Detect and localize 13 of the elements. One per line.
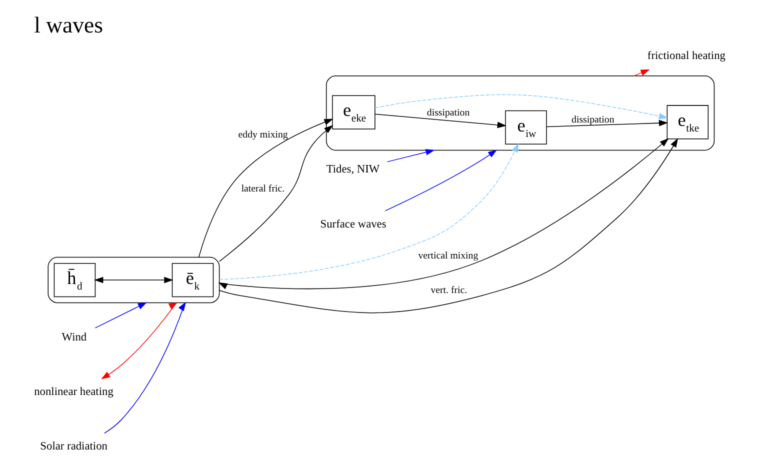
edge-label: vert. fric.: [430, 285, 468, 296]
node-text: Surface waves: [320, 218, 386, 230]
node-text: Wind: [62, 331, 87, 344]
edge-label: lateral fric.: [241, 184, 285, 195]
node-text: Tides, NIW: [326, 164, 380, 176]
edge-label: vertical mixing: [418, 250, 478, 262]
diagram-title: l waves: [34, 12, 104, 38]
node-text: frictional heating: [647, 50, 726, 62]
edge-label: dissipation: [426, 108, 470, 119]
edge-label: eddy mixing: [238, 130, 288, 141]
node-text: Solar radiation: [40, 440, 108, 453]
edge-label: dissipation: [572, 114, 614, 126]
node-text: nonlinear heating: [34, 386, 114, 398]
